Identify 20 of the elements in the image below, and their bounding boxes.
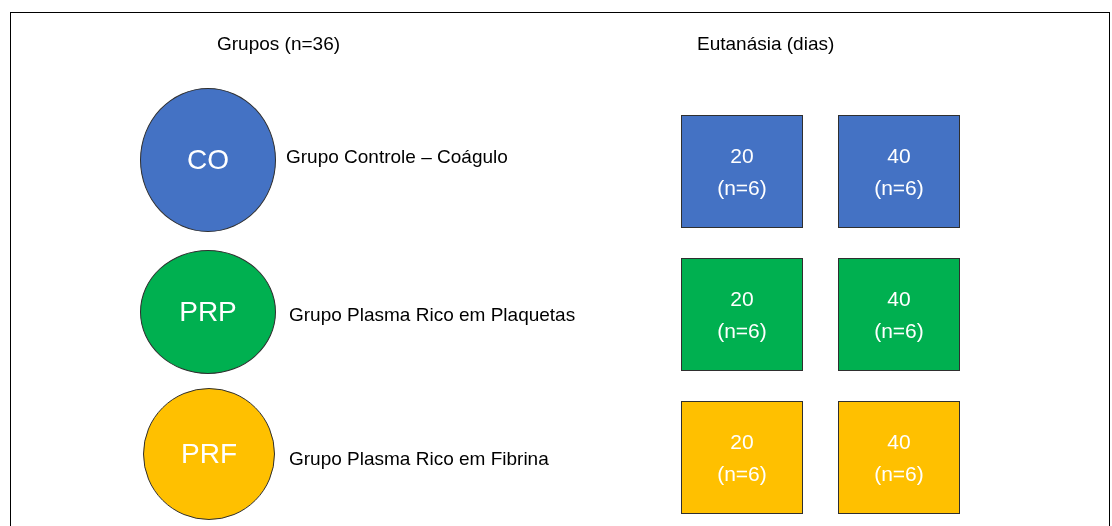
timepoint-square xyxy=(838,115,960,228)
timepoint-square xyxy=(838,258,960,371)
timepoint-square xyxy=(681,115,803,228)
group-name: Grupo Controle – Coágulo xyxy=(286,146,508,168)
group-code: PRF xyxy=(181,438,237,470)
days-count: 40 (n=6) xyxy=(873,428,925,487)
days-count: 20 (n=6) xyxy=(716,285,768,344)
timepoint-square xyxy=(681,401,803,514)
group-code: PRP xyxy=(179,296,237,328)
days-count: 40 (n=6) xyxy=(873,142,925,201)
group-name: Grupo Plasma Rico em Fibrina xyxy=(289,448,549,470)
timepoint-square xyxy=(681,258,803,371)
days-count: 20 (n=6) xyxy=(716,428,768,487)
days-count: 20 (n=6) xyxy=(716,142,768,201)
column-heading: Grupos (n=36) xyxy=(217,33,341,55)
timepoint-square xyxy=(838,401,960,514)
days-count: 40 (n=6) xyxy=(873,285,925,344)
group-name: Grupo Plasma Rico em Plaquetas xyxy=(289,304,576,326)
group-code: CO xyxy=(187,144,229,176)
column-heading: Eutanásia (dias) xyxy=(697,33,835,55)
